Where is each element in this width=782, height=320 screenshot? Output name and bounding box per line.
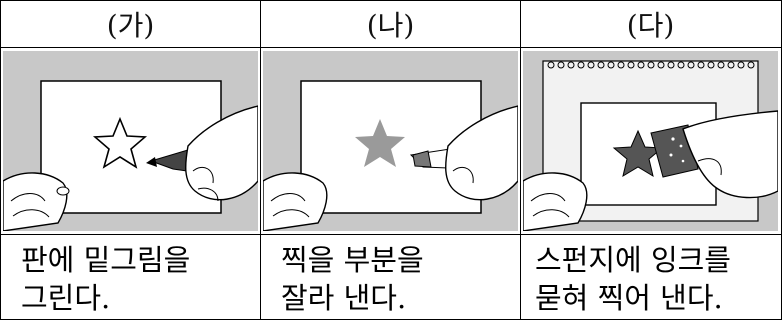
column-step-da: (다) bbox=[521, 1, 780, 319]
caption-line: 찍을 부분을 bbox=[281, 243, 424, 277]
column-header: (나) bbox=[366, 9, 415, 42]
caption-line: 잘라 낸다. bbox=[281, 281, 407, 315]
step-caption: 스펀지에 잉크를 묻혀 찍어 낸다. bbox=[521, 235, 780, 319]
caption-line: 그린다. bbox=[21, 281, 111, 315]
step-caption: 판에 밑그림을 그린다. bbox=[1, 235, 260, 319]
caption-line: 판에 밑그림을 bbox=[21, 243, 191, 277]
illustration-sponge-print bbox=[523, 51, 778, 231]
left-hand-icon bbox=[3, 172, 70, 231]
left-hand-icon bbox=[523, 172, 588, 231]
column-divider bbox=[520, 1, 521, 319]
column-header: (다) bbox=[626, 9, 675, 42]
caption-line: 묻혀 찍어 낸다. bbox=[535, 281, 723, 315]
hand-with-cutter-icon bbox=[409, 105, 518, 201]
column-header: (가) bbox=[106, 9, 155, 42]
column-step-na: (나) 찍을 부분을 잘라 낸다. bbox=[261, 1, 520, 319]
illustration-cut-out bbox=[263, 51, 518, 231]
step-caption: 찍을 부분을 잘라 낸다. bbox=[261, 235, 520, 319]
star-outline-icon bbox=[92, 116, 148, 169]
illustration-draw-sketch bbox=[3, 51, 258, 231]
spiral-binding-icon bbox=[547, 61, 755, 69]
hand-with-sponge-icon bbox=[650, 110, 778, 199]
column-step-ga: (가) 판에 밑그림을 그린다. bbox=[1, 1, 260, 319]
column-divider bbox=[260, 1, 261, 319]
star-cutout-icon bbox=[355, 119, 405, 167]
caption-divider bbox=[1, 234, 781, 235]
caption-line: 스펀지에 잉크를 bbox=[535, 243, 731, 277]
left-hand-icon bbox=[263, 172, 328, 231]
header-divider bbox=[1, 47, 781, 48]
hand-with-pencil-icon bbox=[146, 105, 258, 202]
